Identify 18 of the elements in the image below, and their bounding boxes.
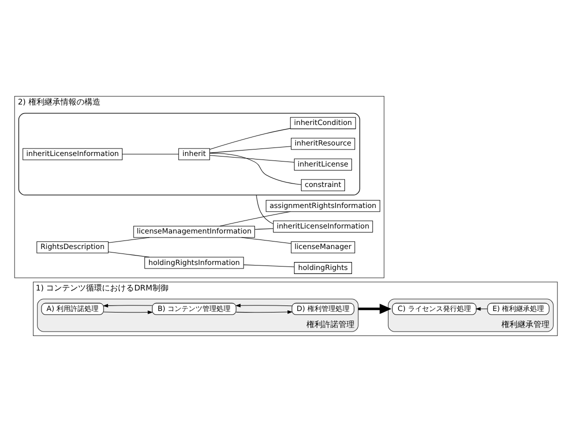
arrow (236, 310, 293, 314)
connector (108, 237, 150, 244)
cluster (18, 112, 360, 196)
connector (243, 264, 295, 268)
arrow (235, 304, 292, 308)
connector (210, 146, 292, 154)
connector (241, 237, 292, 244)
arrow (476, 307, 488, 311)
arrow (103, 310, 153, 314)
connector (209, 128, 291, 150)
connector (210, 153, 302, 185)
connector (254, 228, 274, 230)
connector (108, 252, 150, 258)
connector (210, 155, 294, 162)
arrow (358, 304, 392, 314)
connector (256, 194, 274, 224)
connector (220, 211, 291, 226)
arrow (102, 304, 152, 308)
